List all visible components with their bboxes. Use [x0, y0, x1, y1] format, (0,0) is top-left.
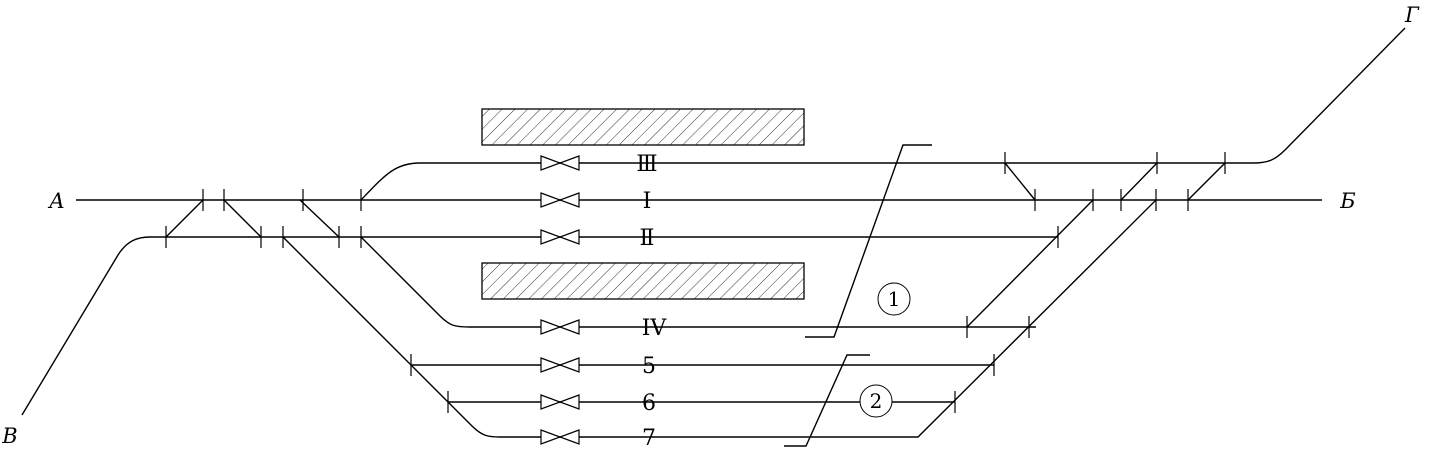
station-label-b: Б	[1339, 189, 1355, 213]
leader-line-1	[805, 144, 932, 338]
track-label-i: Ⅰ	[643, 189, 652, 214]
platform-lower	[481, 262, 805, 300]
marker-label-1: 1	[888, 287, 901, 311]
station-label-a: А	[47, 189, 65, 213]
crossover-a1	[165, 199, 204, 238]
crossover-b4	[966, 199, 1094, 328]
marker-circle-2	[859, 384, 893, 418]
track-label-ii: Ⅱ	[640, 226, 655, 251]
platform-upper	[481, 108, 805, 146]
signal-markers	[540, 155, 580, 445]
marker-circle-1	[877, 282, 911, 316]
crossover-b1	[1004, 162, 1036, 201]
track-ii-line	[21, 236, 1058, 416]
track-7-line	[282, 199, 1157, 438]
joint-ticks	[165, 152, 1226, 413]
track-label-iv: IV	[642, 316, 668, 341]
station-label-g: Г	[1404, 3, 1420, 27]
crossover-b2	[1120, 162, 1158, 201]
marker-label-2: 2	[870, 389, 883, 413]
track-iv-line	[299, 199, 1036, 328]
track-label-6: 6	[642, 391, 656, 416]
track-label-7: 7	[642, 426, 656, 451]
crossover-b3	[1187, 162, 1226, 201]
leader-line-2	[784, 354, 870, 447]
station-label-v: В	[1, 424, 17, 448]
track-label-iii: Ⅲ	[636, 152, 657, 177]
track-iii-line	[360, 27, 1406, 201]
track-label-5: 5	[642, 354, 656, 379]
crossover-a2	[223, 199, 262, 238]
